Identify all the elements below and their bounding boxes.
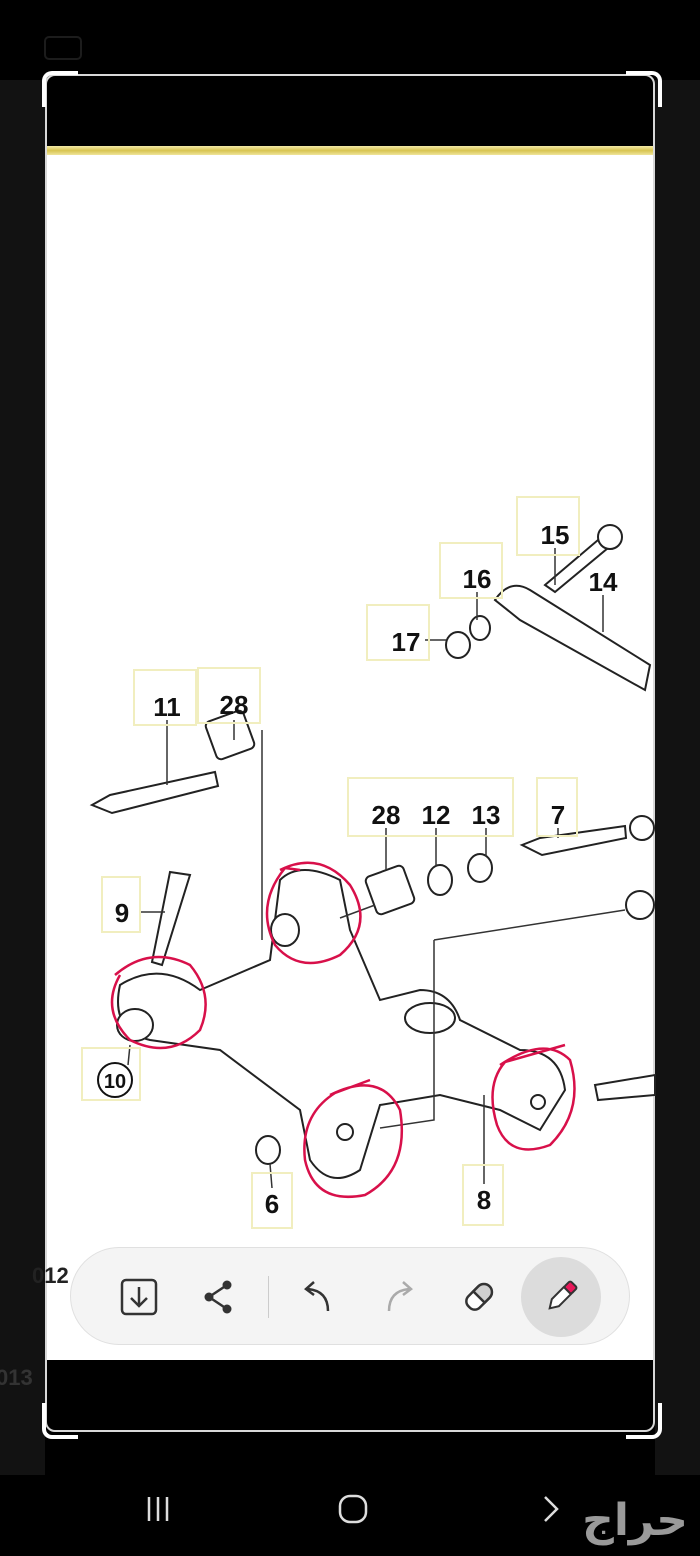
washer-16 — [469, 615, 491, 641]
label-13: 13 — [472, 800, 501, 830]
edge-text-top: 012 — [32, 1263, 69, 1288]
back-button[interactable] — [525, 1489, 575, 1529]
label-9: 9 — [115, 898, 129, 928]
notification-icon — [44, 36, 82, 60]
label-8: 8 — [477, 1185, 491, 1215]
bolt-9 — [150, 870, 192, 967]
parts-diagram: 15 16 14 17 11 28 28 12 13 7 9 10 6 8 — [81, 496, 656, 1229]
label-15: 15 — [541, 520, 570, 550]
toolbar-divider — [268, 1276, 269, 1318]
bushing-right — [625, 890, 655, 920]
leader-line — [127, 548, 626, 1189]
label-10: 10 — [104, 1071, 126, 1093]
part-labels: 15 16 14 17 11 28 28 12 13 7 9 10 6 8 — [81, 496, 618, 1229]
save-download-icon — [120, 1278, 158, 1316]
control-arm-14 — [493, 584, 652, 692]
undo-icon — [304, 1281, 330, 1312]
image-canvas[interactable]: 15 16 14 17 11 28 28 12 13 7 9 10 6 8 — [47, 146, 656, 1360]
crop-handle-top-left[interactable] — [42, 71, 78, 107]
redo-button[interactable] — [367, 1265, 431, 1329]
home-button[interactable] — [328, 1489, 378, 1529]
share-button[interactable] — [187, 1265, 251, 1329]
label-14: 14 — [589, 567, 618, 597]
pen-icon — [548, 1280, 578, 1310]
recent-apps-icon — [147, 1497, 169, 1521]
label-28: 28 — [372, 800, 401, 830]
crop-handle-bottom-right[interactable] — [626, 1403, 662, 1439]
annotation-circle — [303, 1078, 404, 1199]
label-6: 6 — [265, 1189, 279, 1219]
markup-toolbar — [70, 1247, 630, 1345]
label-11: 11 — [153, 692, 181, 722]
save-button[interactable] — [107, 1265, 171, 1329]
label-28: 28 — [220, 690, 249, 720]
nut-17 — [445, 631, 471, 659]
recent-apps-button[interactable] — [133, 1489, 183, 1529]
stud — [593, 1073, 656, 1102]
watermark-logo: حراج — [582, 1495, 688, 1546]
bolt-7 — [519, 824, 628, 857]
redo-icon — [387, 1281, 413, 1312]
nut-6 — [255, 1135, 281, 1165]
right-background — [655, 80, 700, 1475]
subframe-mount-hole — [404, 1002, 456, 1034]
bushing — [530, 1094, 546, 1110]
pen-button[interactable] — [521, 1257, 601, 1337]
share-icon — [204, 1280, 232, 1314]
label-17: 17 — [392, 627, 421, 657]
label-16: 16 — [463, 564, 492, 594]
undo-button[interactable] — [286, 1265, 350, 1329]
edge-text-bottom: 013 — [0, 1365, 33, 1390]
bushing — [336, 1123, 354, 1141]
system-navigation-bar: حراج — [0, 1475, 700, 1556]
annotation-circle — [491, 1043, 576, 1151]
bracket-28 — [364, 864, 416, 916]
washer-12 — [427, 864, 453, 896]
home-icon — [338, 1494, 368, 1524]
bolt-11 — [89, 770, 220, 815]
bolt-head — [597, 524, 623, 550]
crop-handle-bottom-left[interactable] — [42, 1403, 78, 1439]
crop-handle-top-right[interactable] — [626, 71, 662, 107]
bushing — [116, 1008, 154, 1042]
eraser-icon — [465, 1282, 494, 1311]
red-annotations — [110, 861, 576, 1199]
bushing — [270, 913, 300, 947]
nut-13 — [467, 853, 493, 883]
annotation-circle — [110, 955, 207, 1050]
label-10-circle — [97, 1062, 133, 1098]
label-12: 12 — [422, 800, 451, 830]
back-icon — [544, 1496, 559, 1522]
annotation-circle — [265, 861, 362, 965]
eraser-button[interactable] — [447, 1265, 511, 1329]
bushing-right — [629, 815, 655, 841]
left-background — [0, 80, 45, 1475]
label-7: 7 — [551, 800, 565, 830]
accent-line — [47, 146, 653, 155]
